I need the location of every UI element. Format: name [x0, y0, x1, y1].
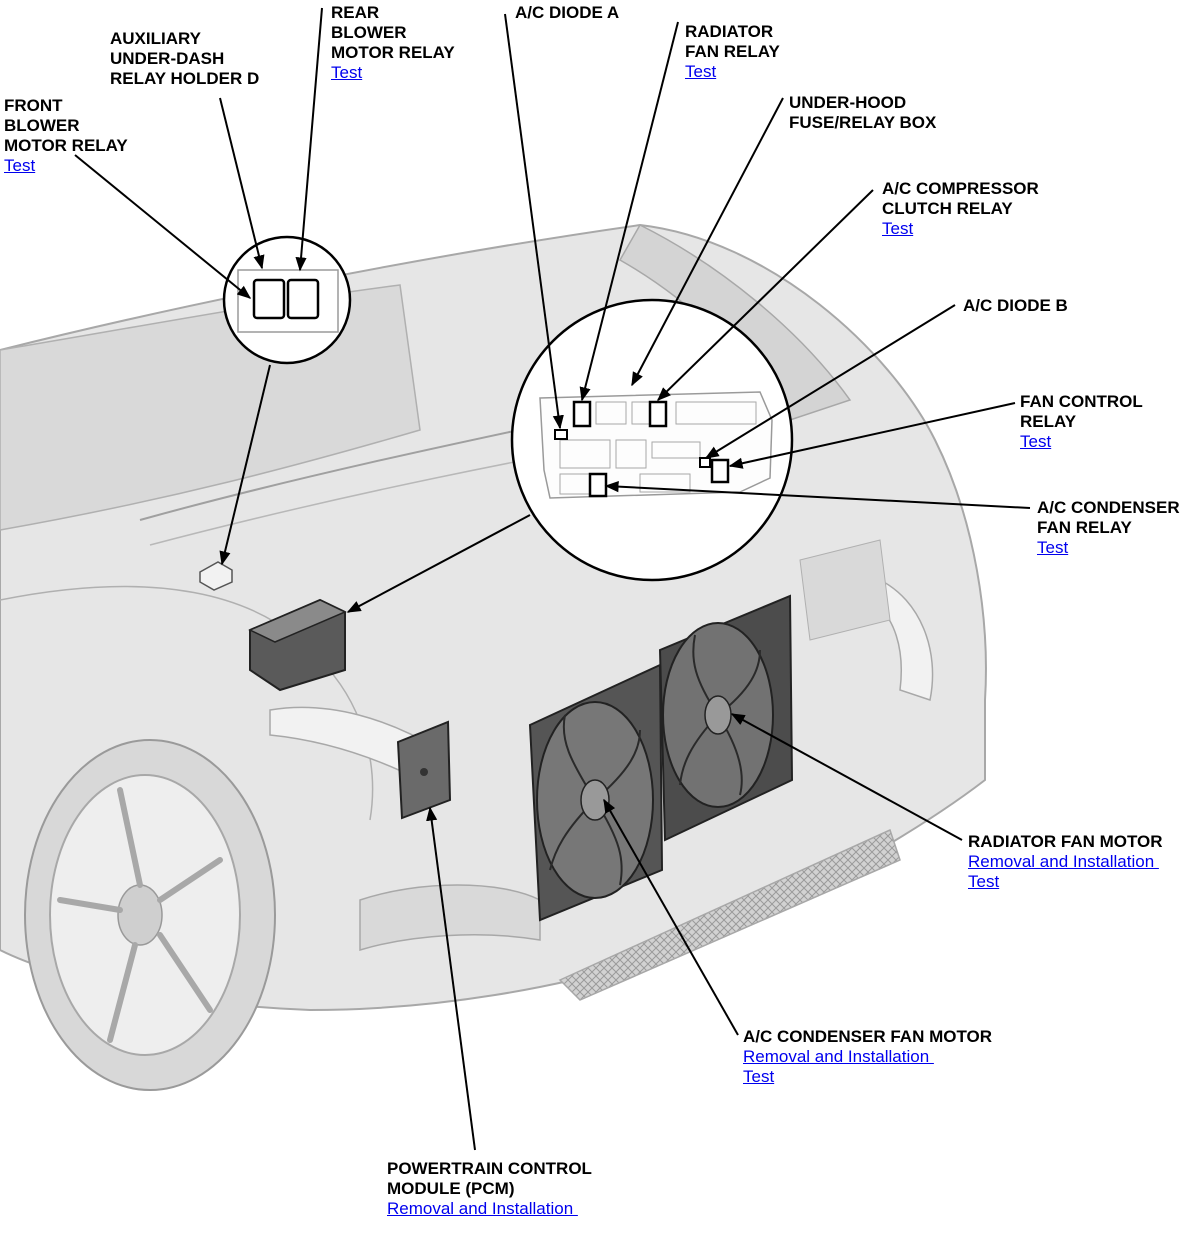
pcm-component	[396, 720, 452, 820]
fuse-box-component	[248, 598, 347, 692]
front-wheel	[24, 739, 276, 1091]
aux-relay-holder-label: AUXILIARY UNDER-DASH RELAY HOLDER D	[110, 29, 260, 88]
radiator-fan-relay-test-link[interactable]: Test	[685, 62, 717, 81]
ac-compressor-clutch-relay-label: A/C COMPRESSOR CLUTCH RELAY	[882, 179, 1039, 218]
callout-pcm: POWERTRAIN CONTROL MODULE (PCM) Removal …	[387, 1159, 592, 1219]
callout-front-blower-motor-relay: FRONT BLOWER MOTOR RELAY Test	[4, 96, 128, 176]
callout-ac-diode-a: A/C DIODE A	[515, 3, 619, 23]
front-blower-motor-relay-label: FRONT BLOWER MOTOR RELAY	[4, 96, 128, 155]
fuse-box-detail	[510, 298, 794, 582]
callout-ac-condenser-fan-motor: A/C CONDENSER FAN MOTOR Removal and Inst…	[743, 1027, 992, 1087]
callout-ac-condenser-fan-relay: A/C CONDENSER FAN RELAY Test	[1037, 498, 1180, 558]
ac-condenser-fan-motor-removal-link[interactable]: Removal and Installation	[743, 1047, 934, 1066]
rear-blower-motor-relay-test-link[interactable]: Test	[331, 63, 363, 82]
leader-lines	[74, 7, 1031, 1151]
ac-condenser-fan-motor-label: A/C CONDENSER FAN MOTOR	[743, 1027, 993, 1046]
radiator-fan-motor-label: RADIATOR FAN MOTOR	[968, 832, 1163, 851]
rear-blower-motor-relay-label: REAR BLOWER MOTOR RELAY	[331, 3, 455, 62]
front-blower-motor-relay-test-link[interactable]: Test	[4, 156, 36, 175]
ac-compressor-clutch-relay-test-link[interactable]: Test	[882, 219, 914, 238]
pcm-label: POWERTRAIN CONTROL MODULE (PCM)	[387, 1159, 592, 1198]
radiator-fan-relay-label: RADIATOR FAN RELAY	[685, 22, 780, 61]
callout-radiator-fan-motor: RADIATOR FAN MOTOR Removal and Installat…	[968, 832, 1163, 892]
fan-control-relay-label: FAN CONTROL RELAY	[1020, 392, 1143, 431]
callout-ac-diode-b: A/C DIODE B	[963, 296, 1068, 316]
callout-fan-control-relay: FAN CONTROL RELAY Test	[1020, 392, 1143, 452]
callout-radiator-fan-relay: RADIATOR FAN RELAY Test	[685, 22, 780, 82]
radiator-fan-motor-removal-link[interactable]: Removal and Installation	[968, 852, 1159, 871]
relay-holder-component	[199, 561, 233, 591]
relay-holder-detail	[222, 235, 352, 365]
ac-condenser-fan-relay-test-link[interactable]: Test	[1037, 538, 1069, 557]
under-hood-fuse-relay-box-label: UNDER-HOOD FUSE/RELAY BOX	[789, 93, 937, 132]
callout-aux-relay-holder: AUXILIARY UNDER-DASH RELAY HOLDER D	[110, 29, 259, 89]
ac-diode-b-label: A/C DIODE B	[963, 296, 1068, 315]
fan-assembly	[528, 594, 794, 922]
ac-diode-a-label: A/C DIODE A	[515, 3, 620, 22]
fan-control-relay-test-link[interactable]: Test	[1020, 432, 1052, 451]
callout-under-hood-fuse-relay-box: UNDER-HOOD FUSE/RELAY BOX	[789, 93, 936, 133]
ac-condenser-fan-relay-label: A/C CONDENSER FAN RELAY	[1037, 498, 1180, 537]
callout-rear-blower-motor-relay: REAR BLOWER MOTOR RELAY Test	[331, 3, 455, 83]
ac-condenser-fan-motor-test-link[interactable]: Test	[743, 1067, 775, 1086]
pcm-removal-link[interactable]: Removal and Installation	[387, 1199, 578, 1218]
callout-ac-compressor-clutch-relay: A/C COMPRESSOR CLUTCH RELAY Test	[882, 179, 1039, 239]
radiator-fan-motor-test-link[interactable]: Test	[968, 872, 1000, 891]
